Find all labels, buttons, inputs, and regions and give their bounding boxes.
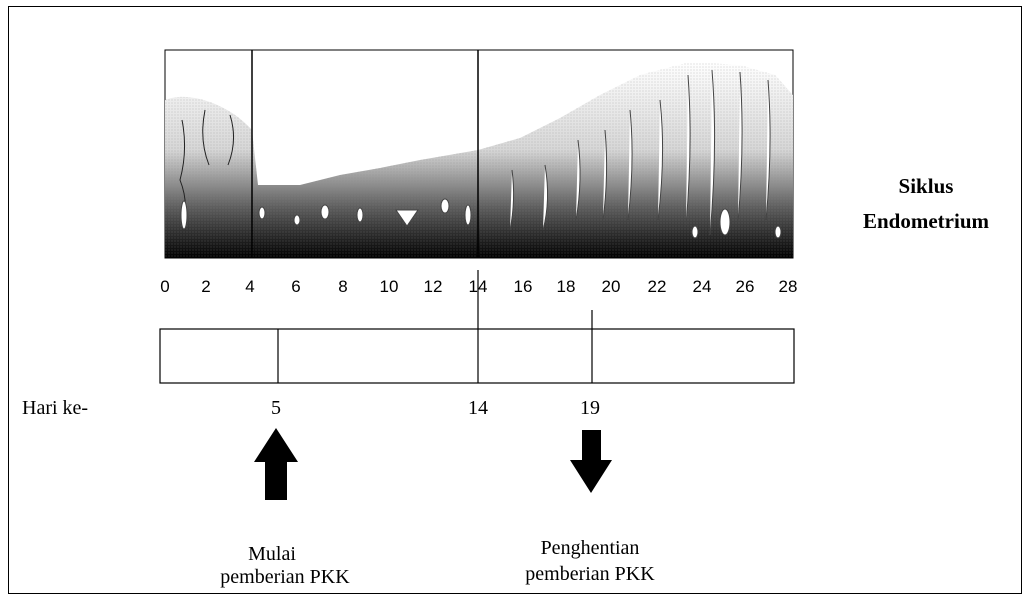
axis-tick-label: 24: [693, 277, 712, 296]
axis-tick-label: 6: [291, 277, 300, 296]
stop-caption-line1: Penghentian: [541, 537, 640, 559]
axis-tick-label: 20: [602, 277, 621, 296]
row-label: Hari ke-: [22, 397, 88, 419]
axis-tick-label: 16: [514, 277, 533, 296]
axis-tick-label: 22: [648, 277, 667, 296]
axis-tick-label: 0: [160, 277, 169, 296]
axis-tick-label: 8: [338, 277, 347, 296]
axis-tick-label: 12: [424, 277, 443, 296]
regimen-timeline: [159, 270, 795, 384]
endometrium-illustration: [164, 49, 794, 259]
timeline-bar: [159, 328, 795, 384]
up-arrow-icon: [254, 428, 298, 500]
start-caption-line1: Mulai: [248, 543, 296, 565]
axis-tick-label: 2: [201, 277, 210, 296]
axis-tick-label: 4: [245, 277, 254, 296]
gland-shapes: [179, 69, 782, 239]
diagram-title-line1: Siklus: [899, 174, 954, 198]
marker-day-5: 5: [271, 397, 281, 419]
stop-caption-line2: pemberian PKK: [525, 563, 655, 585]
day-axis: 0 2 4 6 8 10 12 14 16 18 20 22 24 26 28: [160, 277, 797, 296]
marker-day-19: 19: [580, 397, 600, 419]
diagram-title-line2: Endometrium: [863, 209, 990, 233]
axis-tick-label: 28: [779, 277, 798, 296]
start-caption-line2: pemberian PKK: [220, 566, 350, 588]
axis-tick-label: 26: [736, 277, 755, 296]
axis-tick-label: 10: [380, 277, 399, 296]
axis-tick-label: 18: [557, 277, 576, 296]
down-arrow-icon: [570, 430, 612, 493]
marker-day-14: 14: [468, 397, 488, 419]
figure-frame: [8, 6, 1022, 594]
